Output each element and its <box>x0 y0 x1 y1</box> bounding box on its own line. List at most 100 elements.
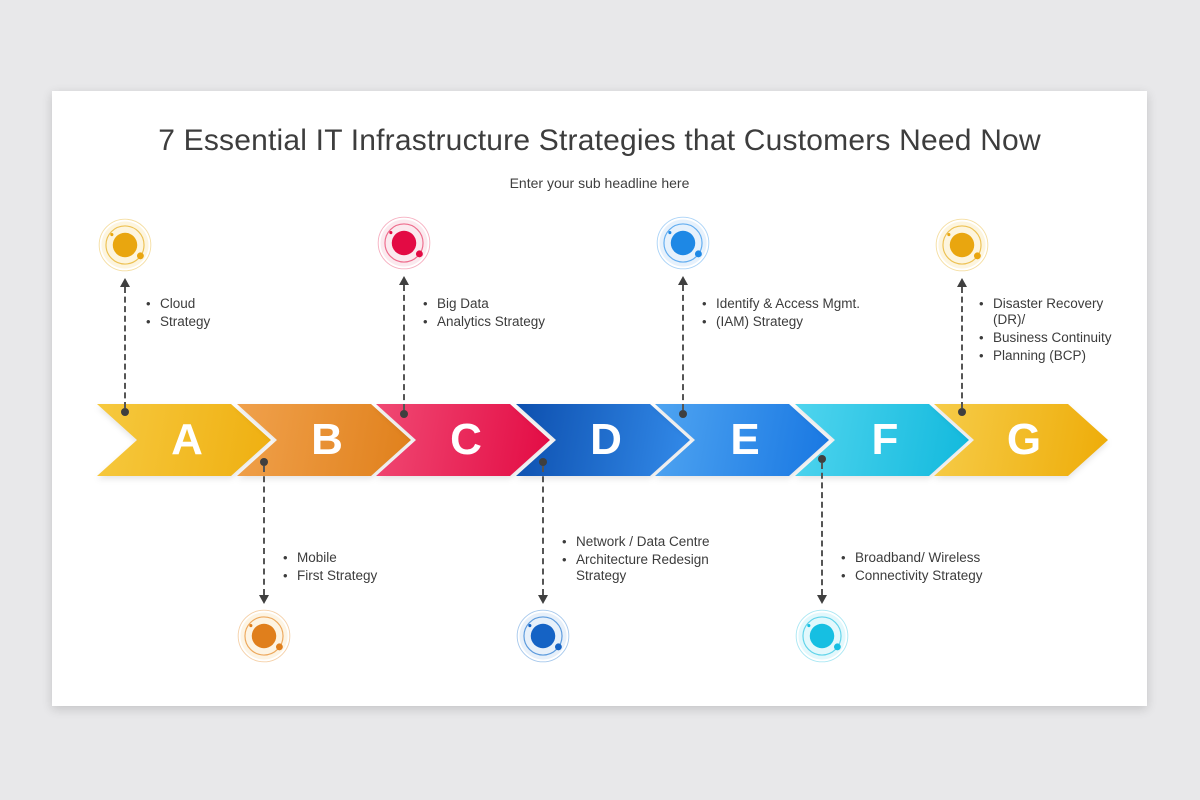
bullet-text: Mobile <box>297 550 337 565</box>
orbit-icon-f <box>793 607 851 665</box>
page-subtitle: Enter your sub headline here <box>509 175 690 191</box>
bullet-list-g: •Disaster Recovery (DR)/ • Business Contin… <box>979 296 1121 364</box>
bullet-marker: • <box>423 314 428 329</box>
arrow-up-icon <box>957 278 967 287</box>
bullet-text: Architecture Redesign Strategy <box>576 552 709 583</box>
chevron-letter-b: B <box>311 415 343 464</box>
bullet-text: Big Data <box>437 296 489 311</box>
bullet-text: Planning (BCP) <box>993 348 1087 363</box>
orbit-icon-c <box>375 214 433 272</box>
arrow-up-icon <box>399 276 409 285</box>
bullet-text: Connectivity Strategy <box>855 568 983 583</box>
dashed-line <box>403 285 405 410</box>
dashed-line <box>961 287 963 408</box>
bullet-list-a: •Cloud•Strategy <box>146 296 276 330</box>
bullet-marker: • <box>146 314 151 329</box>
orbit-icon-b <box>235 607 293 665</box>
bullet-item: • Network / Data Centre <box>562 534 732 550</box>
dashed-line <box>263 466 265 595</box>
connector-d <box>536 458 550 604</box>
bullet-marker: • <box>146 296 151 311</box>
bullet-list-d: • Network / Data Centre • Architecture Rede… <box>562 534 732 584</box>
page-title: 7 Essential IT Infrastructure Strategies… <box>158 124 1041 157</box>
callout-d: • Network / Data Centre • Architecture Rede… <box>562 534 732 586</box>
callout-a: •Cloud•Strategy <box>146 296 276 332</box>
bullet-marker: • <box>702 314 707 329</box>
bullet-text: First Strategy <box>297 568 378 583</box>
orbit-icon-a <box>96 216 154 274</box>
connector-b <box>257 458 271 604</box>
bullet-marker: • <box>979 330 984 345</box>
connector-a <box>118 278 132 416</box>
bullet-item: • Connectivity Strategy <box>841 568 1011 584</box>
bullet-marker: • <box>283 550 288 565</box>
bullet-marker: • <box>423 296 428 311</box>
bullet-item: • Identify & Access Mgmt. <box>702 296 882 312</box>
bullet-item: • Big Data <box>423 296 593 312</box>
bullet-text: (IAM) Strategy <box>716 314 804 329</box>
connector-dot <box>121 408 129 416</box>
bullet-item: • Business Continuity <box>979 330 1121 346</box>
connector-dot <box>679 410 687 418</box>
chevron-letter-a: A <box>171 415 203 464</box>
bullet-list-c: • Big Data • Analytics Strategy <box>423 296 593 330</box>
bullet-text: Business Continuity <box>993 330 1112 345</box>
callout-g: •Disaster Recovery (DR)/ • Business Contin… <box>979 296 1121 366</box>
orbit-icon-d <box>514 607 572 665</box>
bullet-marker: • <box>562 552 567 567</box>
orbit-icon-e <box>654 214 712 272</box>
dashed-line <box>821 463 823 595</box>
bullet-text: Disaster Recovery (DR)/ <box>993 296 1104 327</box>
bullet-text: Strategy <box>160 314 211 329</box>
arrow-up-icon <box>120 278 130 287</box>
chevron-letter-e: E <box>730 415 760 464</box>
bullet-list-e: • Identify & Access Mgmt. • (IAM) Strategy <box>702 296 882 330</box>
callout-e: • Identify & Access Mgmt. • (IAM) Strategy <box>702 296 882 332</box>
bullet-item: • Analytics Strategy <box>423 314 593 330</box>
bullet-item: • Mobile <box>283 550 423 566</box>
bullet-marker: • <box>562 534 567 549</box>
dashed-line <box>124 287 126 408</box>
arrow-down-icon <box>538 595 548 604</box>
orbit-icon-g <box>933 216 991 274</box>
connector-dot <box>818 455 826 463</box>
dashed-line <box>542 466 544 595</box>
bullet-list-b: • Mobile • First Strategy <box>283 550 423 584</box>
dashed-line <box>682 285 684 410</box>
arrow-up-icon <box>678 276 688 285</box>
chevron-letter-f: F <box>871 415 899 464</box>
bullet-text: Identify & Access Mgmt. <box>716 296 861 311</box>
bullet-text: Network / Data Centre <box>576 534 710 549</box>
callout-f: •Broadband/ Wireless•Connectivity Strate… <box>841 550 1011 586</box>
bullet-item: •Planning (BCP) <box>979 348 1121 364</box>
connector-dot <box>400 410 408 418</box>
connector-dot <box>539 458 547 466</box>
bullet-marker: • <box>702 296 707 311</box>
connector-dot <box>260 458 268 466</box>
connector-e <box>676 276 690 418</box>
bullet-item: • Strategy <box>146 314 276 330</box>
chevron-segment-f: F <box>795 404 969 476</box>
bullet-item: •Disaster Recovery (DR)/ <box>979 296 1121 328</box>
connector-g <box>955 278 969 416</box>
bullet-marker: • <box>841 550 846 565</box>
bullet-item: • First Strategy <box>283 568 423 584</box>
callout-c: • Big Data • Analytics Strategy <box>423 296 593 332</box>
connector-f <box>815 455 829 604</box>
chevron-letter-g: G <box>1006 415 1042 464</box>
arrow-down-icon <box>817 595 827 604</box>
bullet-text: Analytics Strategy <box>437 314 546 329</box>
callout-b: • Mobile • First Strategy <box>283 550 423 586</box>
chevron-segment-a: A <box>97 404 271 476</box>
bullet-item: •Broadband/ Wireless <box>841 550 1011 566</box>
bullet-item: • (IAM) Strategy <box>702 314 882 330</box>
chevron-letter-c: C <box>450 415 482 464</box>
connector-dot <box>958 408 966 416</box>
bullet-marker: • <box>841 568 846 583</box>
bullet-item: • Architecture Redesign Strategy <box>562 552 732 584</box>
bullet-marker: • <box>283 568 288 583</box>
bullet-item: •Cloud <box>146 296 276 312</box>
arrow-down-icon <box>259 595 269 604</box>
slide-card <box>52 91 1147 706</box>
connector-c <box>397 276 411 418</box>
